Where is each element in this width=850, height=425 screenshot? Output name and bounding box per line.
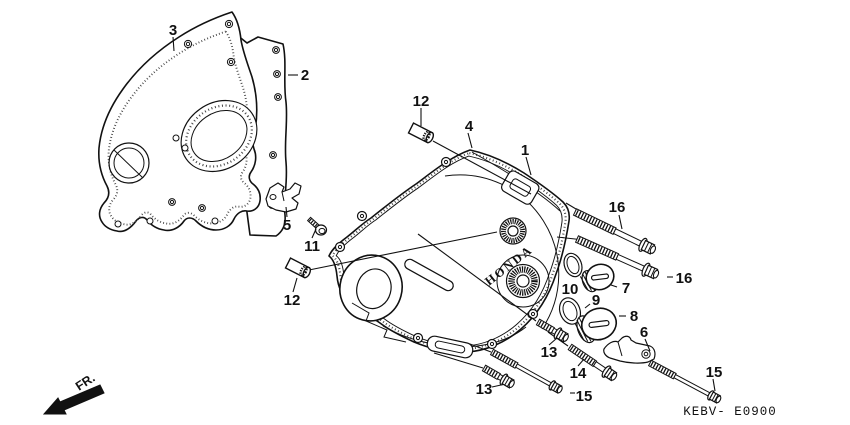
callout-label-9[interactable]: 9 [592,292,600,309]
part-3-gasket [98,11,261,233]
callout-label-12-left[interactable]: 12 [284,292,301,309]
diagram-code: KEBV- E0900 [683,405,777,419]
callout-label-6[interactable]: 6 [640,324,648,341]
part-11-screw [306,216,328,236]
cover-bottom-tab [426,335,474,359]
part-12-dowel-pin-top [407,121,437,145]
leader-lines [172,36,716,394]
callout-label-4[interactable]: 4 [465,118,474,135]
callout-label-2[interactable]: 2 [301,67,309,84]
callout-label-15-right[interactable]: 15 [706,364,723,381]
callout-label-1[interactable]: 1 [521,142,529,159]
cover-upper-boss [499,217,527,245]
gasket-bolt-holes [114,19,236,228]
cover-main-boss [496,254,550,308]
part-9-oring [558,297,582,325]
callout-label-13-upper[interactable]: 13 [541,344,558,361]
cover-left-bulge [339,254,403,322]
callout-label-12-top[interactable]: 12 [413,93,430,110]
callout-label-16-right[interactable]: 16 [676,270,693,287]
part-1-crankcase-cover: HONDA [328,149,571,359]
gasket-center-opening [180,99,258,173]
part-10-oring [563,252,583,278]
callout-label-10[interactable]: 10 [562,281,579,298]
part-7-cap [579,263,615,293]
callout-label-16-upper[interactable]: 16 [609,199,626,216]
cover-bolt-ears [334,156,539,350]
cover-rib [404,258,454,292]
part-8-cap [574,307,618,344]
callout-label-7[interactable]: 7 [622,280,630,297]
callout-label-3[interactable]: 3 [169,22,177,39]
callout-labels: 3 2 12 4 1 16 16 5 11 10 7 12 9 8 6 13 1… [169,22,723,405]
callout-label-8[interactable]: 8 [630,308,638,325]
callout-label-11[interactable]: 11 [304,238,320,255]
part-12-dowel-pin-left [284,256,314,280]
callout-label-5[interactable]: 5 [283,217,291,234]
fr-direction-arrow: FR. [42,371,105,415]
part-6-bracket [603,335,656,364]
callout-label-13-lower[interactable]: 13 [476,381,493,398]
callout-label-15-bottom[interactable]: 15 [576,388,593,405]
callout-label-14[interactable]: 14 [570,365,587,382]
part-5-clamp [265,182,302,213]
gasket-left-opening [108,142,150,184]
